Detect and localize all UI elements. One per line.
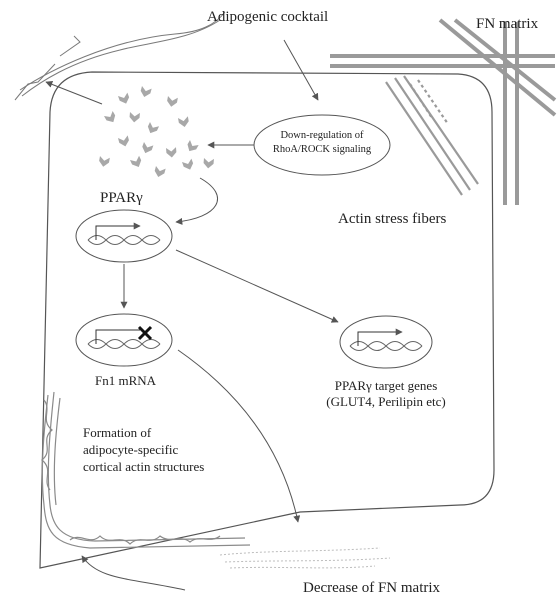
arrow-fn1-to-decrease	[178, 350, 298, 522]
label-down-regulation-1: Down-regulation of	[256, 130, 388, 142]
arrow-bottom-to-cortical	[82, 556, 185, 590]
label-actin-stress-fibers: Actin stress fibers	[338, 211, 446, 228]
label-formation-2: adipocyte-specific	[83, 443, 178, 458]
label-target-genes-1: PPARγ target genes	[300, 379, 472, 394]
label-formation-1: Formation of	[83, 426, 151, 441]
ppar-ellipse	[76, 210, 172, 262]
label-fn-matrix: FN matrix	[476, 16, 538, 33]
label-fn1-mrna: Fn1 mRNA	[95, 374, 156, 389]
fn-fiber-top-left	[15, 12, 225, 100]
fn-matrix-lines	[330, 20, 555, 205]
label-down-regulation-2: RhoA/ROCK signaling	[256, 144, 388, 156]
fn-fragments	[220, 548, 390, 568]
fn1-ellipse	[76, 314, 172, 366]
actin-stress-fibers	[386, 76, 478, 195]
label-adipogenic-cocktail: Adipogenic cocktail	[207, 9, 328, 26]
signaling-chevrons	[98, 86, 214, 178]
arrow-ppar-to-targets	[176, 250, 338, 322]
label-decrease-fn-matrix: Decrease of FN matrix	[303, 580, 440, 597]
label-formation-3: cortical actin structures	[83, 460, 204, 475]
label-ppar: PPARγ	[100, 190, 143, 207]
target-genes-ellipse	[340, 316, 432, 368]
arrow-cocktail-to-rhoa	[284, 40, 318, 100]
arrow-chevrons-to-ppar	[176, 178, 218, 222]
label-target-genes-2: (GLUT4, Perilipin etc)	[300, 395, 472, 410]
